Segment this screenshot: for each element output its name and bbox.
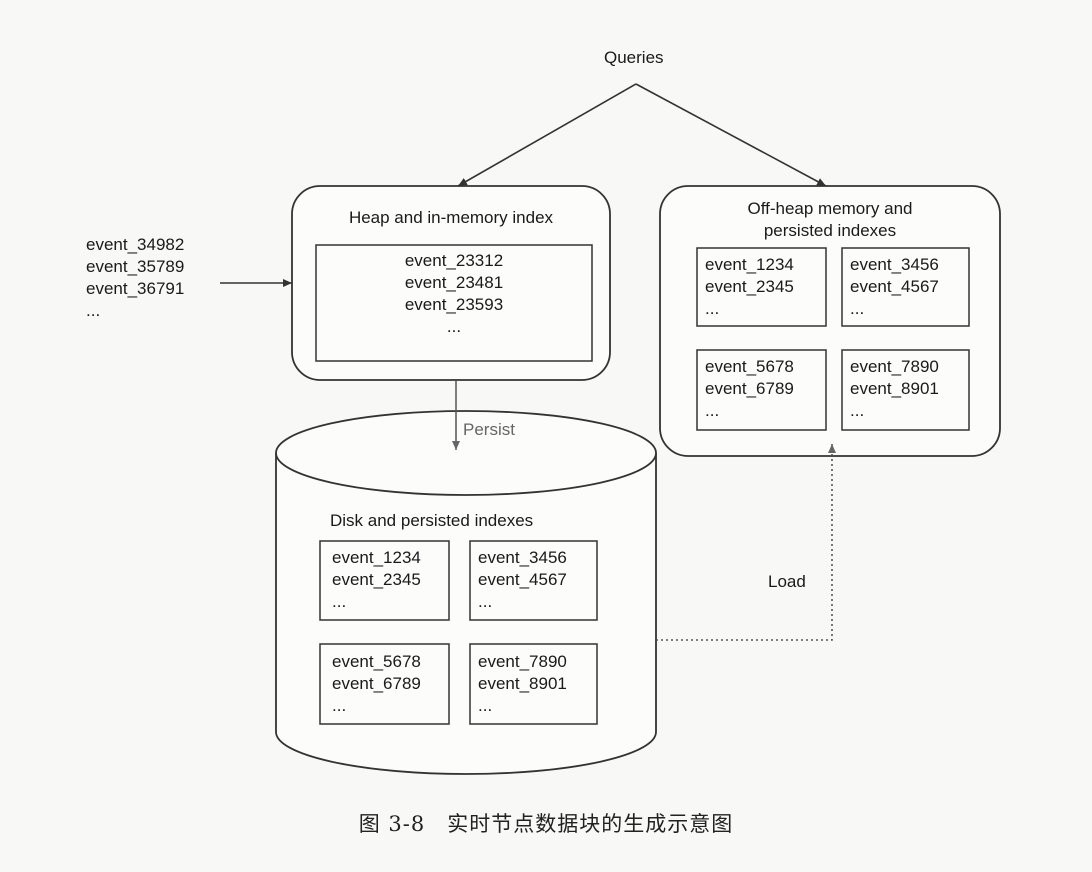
offheap-title: Off-heap memory and persisted indexes bbox=[660, 198, 1000, 242]
disk-block-3-text: event_5678 event_6789 ... bbox=[332, 651, 421, 717]
disk-block-2-text: event_3456 event_4567 ... bbox=[478, 547, 567, 613]
heap-inner-box bbox=[315, 244, 593, 362]
event-item: event_2345 bbox=[705, 277, 794, 296]
event-item: event_3456 bbox=[478, 548, 567, 567]
event-item: event_1234 bbox=[705, 255, 794, 274]
event-item: event_8901 bbox=[850, 379, 939, 398]
heap-event: ... bbox=[446, 317, 462, 336]
event-item: event_7890 bbox=[478, 652, 567, 671]
event-item: ... bbox=[850, 401, 865, 420]
offheap-block-2-text: event_3456 event_4567 ... bbox=[850, 254, 939, 320]
figure-caption: 图 3-8 实时节点数据块的生成示意图 bbox=[358, 812, 734, 836]
incoming-event: event_35789 bbox=[86, 257, 185, 276]
offheap-block-3-text: event_5678 event_6789 ... bbox=[705, 356, 794, 422]
incoming-event: event_34982 bbox=[86, 235, 185, 254]
event-item: event_1234 bbox=[332, 548, 421, 567]
disk-block-3 bbox=[319, 643, 450, 725]
queries-label: Queries bbox=[604, 48, 664, 67]
heap-event: event_23312 bbox=[404, 251, 504, 270]
heap-event: event_23481 bbox=[404, 273, 504, 292]
event-item: event_2345 bbox=[332, 570, 421, 589]
event-item: event_7890 bbox=[850, 357, 939, 376]
event-item: event_8901 bbox=[478, 674, 567, 693]
event-item: event_3456 bbox=[850, 255, 939, 274]
load-path bbox=[656, 444, 836, 641]
disk-cylinder-top bbox=[275, 410, 657, 496]
offheap-title-line: persisted indexes bbox=[763, 221, 897, 240]
disk-block-4-text: event_7890 event_8901 ... bbox=[478, 651, 567, 717]
incoming-event: ... bbox=[86, 301, 101, 320]
disk-title: Disk and persisted indexes bbox=[330, 511, 534, 530]
event-item: ... bbox=[705, 401, 720, 420]
offheap-title-line: Off-heap memory and bbox=[747, 199, 913, 218]
query-arrow-heap bbox=[457, 83, 637, 187]
disk-block-2 bbox=[469, 540, 598, 621]
load-label: Load bbox=[768, 572, 806, 591]
event-item: ... bbox=[332, 696, 347, 715]
event-item: event_5678 bbox=[705, 357, 794, 376]
event-item: event_4567 bbox=[478, 570, 567, 589]
offheap-block-3 bbox=[696, 349, 827, 431]
offheap-block-2 bbox=[841, 247, 970, 327]
heap-events-list: event_23312 event_23481 event_23593 ... bbox=[316, 250, 592, 338]
event-item: ... bbox=[332, 592, 347, 611]
heap-event: event_23593 bbox=[404, 295, 504, 314]
disk-block-1 bbox=[319, 540, 450, 621]
offheap-block-1-text: event_1234 event_2345 ... bbox=[705, 254, 794, 320]
event-item: ... bbox=[478, 592, 493, 611]
offheap-block-1 bbox=[696, 247, 827, 327]
incoming-events-list: event_34982 event_35789 event_36791 ... bbox=[86, 234, 184, 322]
event-item: event_6789 bbox=[705, 379, 794, 398]
event-item: ... bbox=[478, 696, 493, 715]
event-item: event_6789 bbox=[332, 674, 421, 693]
event-item: ... bbox=[705, 299, 720, 318]
event-item: event_5678 bbox=[332, 652, 421, 671]
query-arrow-offheap bbox=[635, 83, 827, 187]
event-item: event_4567 bbox=[850, 277, 939, 296]
incoming-event: event_36791 bbox=[86, 279, 185, 298]
offheap-block-4-text: event_7890 event_8901 ... bbox=[850, 356, 939, 422]
disk-block-1-text: event_1234 event_2345 ... bbox=[332, 547, 421, 613]
heap-title: Heap and in-memory index bbox=[348, 208, 554, 227]
disk-block-4 bbox=[469, 643, 598, 725]
event-item: ... bbox=[850, 299, 865, 318]
persist-label: Persist bbox=[463, 420, 515, 439]
offheap-block-4 bbox=[841, 349, 970, 431]
